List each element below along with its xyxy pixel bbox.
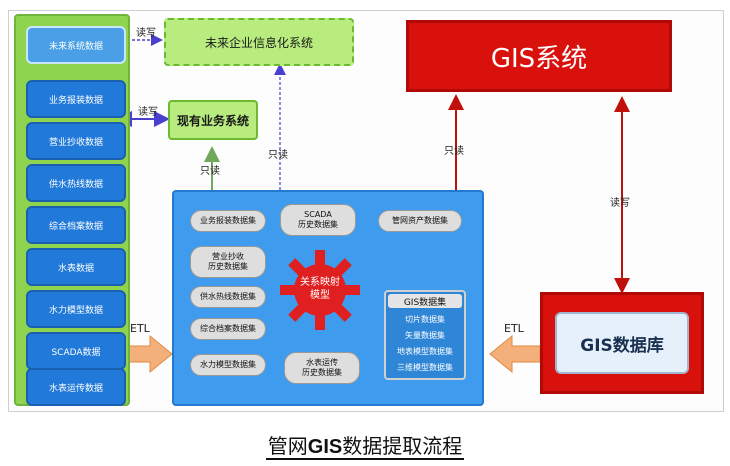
label-etl-right: ETL — [504, 322, 524, 335]
future-enterprise-system-box: 未来企业信息化系统 — [164, 18, 354, 66]
left-item-billing: 营业抄收数据 — [26, 122, 126, 160]
gis-dataset-row-tiles: 切片数据集 — [405, 314, 445, 324]
etl-right-arrow — [489, 334, 541, 374]
dataset-business: 业务报装数据集 — [190, 210, 266, 232]
label-readonly-existing: 只读 — [200, 166, 220, 177]
gis-dataset-title: GIS数据集 — [388, 294, 462, 308]
label-readonly-gis: 只读 — [444, 146, 464, 157]
dataset-hotline: 供水热线数据集 — [190, 286, 266, 308]
gis-dataset-box: GIS数据集 切片数据集 矢量数据集 地表模型数据集 三维模型数据集 — [384, 290, 466, 380]
gis-database-outer: GIS数据库 — [540, 292, 704, 394]
gis-system-box: GIS系统 — [406, 20, 672, 92]
left-item-future-data: 未来系统数据 — [26, 26, 126, 64]
relation-model-gear — [280, 250, 360, 330]
relation-model-label: 关系映射 模型 — [300, 277, 340, 301]
gis-database-label: GIS数据库 — [555, 312, 689, 374]
dataset-scada-history: SCADA 历史数据集 — [280, 204, 356, 236]
label-rw-gis-db: 读写 — [610, 198, 630, 209]
dataset-network-assets: 管网资产数据集 — [378, 210, 462, 232]
left-item-archive: 综合档案数据 — [26, 206, 126, 244]
left-item-meter: 水表数据 — [26, 248, 126, 286]
left-item-scada: SCADA数据 — [26, 332, 126, 370]
gis-dataset-row-vector: 矢量数据集 — [405, 330, 445, 340]
left-data-column: 未来系统数据 业务报装数据 营业抄收数据 供水热线数据 综合档案数据 水表数据 … — [14, 14, 130, 406]
caption-prefix: 管网 — [267, 434, 308, 458]
dataset-meter-transfer-history: 水表运传 历史数据集 — [284, 352, 360, 384]
gis-dataset-row-terrain: 地表模型数据集 — [397, 346, 453, 356]
left-item-hydraulic: 水力模型数据 — [26, 290, 126, 328]
caption-suffix: 数据提取流程 — [342, 434, 463, 458]
label-etl-left: ETL — [130, 322, 150, 335]
gis-dataset-row-3d: 三维模型数据集 — [397, 362, 453, 372]
dataset-billing-history: 营业抄收 历史数据集 — [190, 246, 266, 278]
left-item-meter-transfer: 水表运传数据 — [26, 368, 126, 406]
diagram-caption: 管网GIS数据提取流程 — [0, 430, 730, 460]
left-item-hotline: 供水热线数据 — [26, 164, 126, 202]
left-item-business: 业务报装数据 — [26, 80, 126, 118]
label-readonly-future: 只读 — [268, 150, 288, 161]
label-rw-future: 读写 — [136, 28, 156, 39]
label-rw-existing: 读写 — [138, 107, 158, 118]
existing-business-system-box: 现有业务系统 — [168, 100, 258, 140]
caption-bold: GIS — [307, 436, 343, 458]
dataset-hydraulic: 水力模型数据集 — [190, 354, 266, 376]
dataset-archive: 综合档案数据集 — [190, 318, 266, 340]
